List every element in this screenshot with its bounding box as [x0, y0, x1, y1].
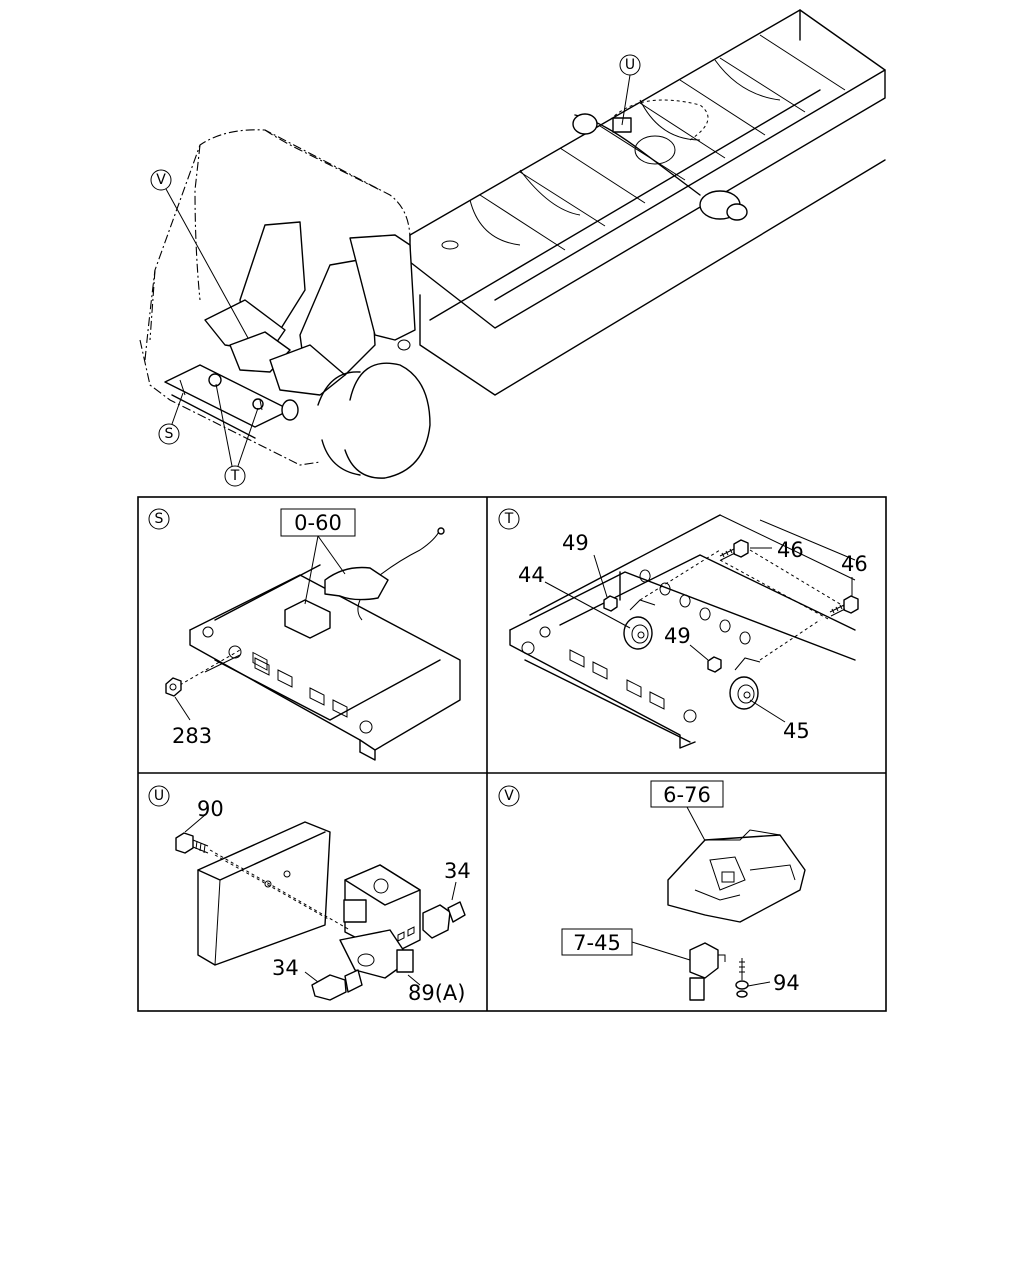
rear-axle — [572, 99, 748, 221]
truck-overview: V U S T — [139, 9, 886, 487]
svg-text:U: U — [625, 57, 635, 73]
panel-t-label-46a: 46 — [777, 538, 804, 562]
panel-t-label-44: 44 — [518, 563, 545, 587]
detail-panel-s: S 0-60 283 — [148, 508, 461, 761]
overview-callout-u: U — [619, 54, 641, 126]
cab-floor-frame — [164, 364, 291, 439]
panel-t-bolt-46-lower — [829, 595, 859, 617]
svg-text:6-76: 6-76 — [663, 783, 711, 807]
chassis-frame — [397, 9, 886, 396]
panel-t-letter: T — [504, 511, 514, 527]
panel-u-fitting-34-left — [304, 969, 363, 1001]
panel-s-letter: S — [155, 511, 164, 527]
panel-u-label-34-left: 34 — [272, 956, 299, 980]
panel-t-label-49b: 49 — [664, 624, 691, 648]
panel-u-bolt-90 — [175, 814, 351, 931]
panel-t-bolt-46-upper — [719, 539, 749, 561]
panel-v-ref-box-6-76: 6-76 — [650, 780, 724, 851]
svg-text:7-45: 7-45 — [573, 931, 621, 955]
panel-t-horn-45 — [729, 619, 821, 710]
panel-t-horn-44 — [623, 549, 721, 650]
panel-t-label-45: 45 — [783, 719, 810, 743]
cab-outline — [139, 129, 411, 466]
overview-callout-v: V — [150, 169, 249, 339]
svg-text:0-60: 0-60 — [294, 511, 342, 535]
detail-panel-u: U — [148, 785, 471, 1005]
detail-panel-t: T — [498, 508, 868, 749]
detail-panel-v: V 6-76 7-45 94 — [498, 780, 806, 1001]
svg-text:V: V — [156, 172, 166, 188]
panel-t-nut-49-upper — [603, 595, 618, 612]
panel-u-letter: U — [154, 788, 164, 804]
detail-grid-frame — [137, 496, 887, 1012]
panel-v-letter: V — [504, 788, 514, 804]
panel-s-part-283: 283 — [165, 677, 212, 748]
panel-s-ref-box: 0-60 — [280, 508, 356, 605]
panel-u-label-34-right: 34 — [444, 859, 471, 883]
panel-u-label-89a: 89(A) — [408, 981, 465, 1005]
panel-t-label-49a: 49 — [562, 531, 589, 555]
svg-text:283: 283 — [172, 724, 212, 748]
panel-t-label-46b: 46 — [841, 552, 868, 576]
overview-callout-s: S — [158, 392, 184, 445]
overview-callout-t: T — [215, 383, 259, 487]
svg-text:S: S — [165, 426, 174, 442]
panel-v-screw-94 — [735, 958, 771, 998]
panel-u-fitting-34-right — [422, 881, 466, 939]
panel-t-nut-49-lower — [707, 656, 722, 673]
panel-v-label-94: 94 — [773, 971, 800, 995]
panel-v-ref-box-7-45: 7-45 — [561, 928, 691, 961]
svg-text:T: T — [230, 468, 240, 484]
cab-seats — [204, 221, 416, 396]
panel-u-label-90: 90 — [197, 797, 224, 821]
front-wheel — [281, 362, 431, 479]
